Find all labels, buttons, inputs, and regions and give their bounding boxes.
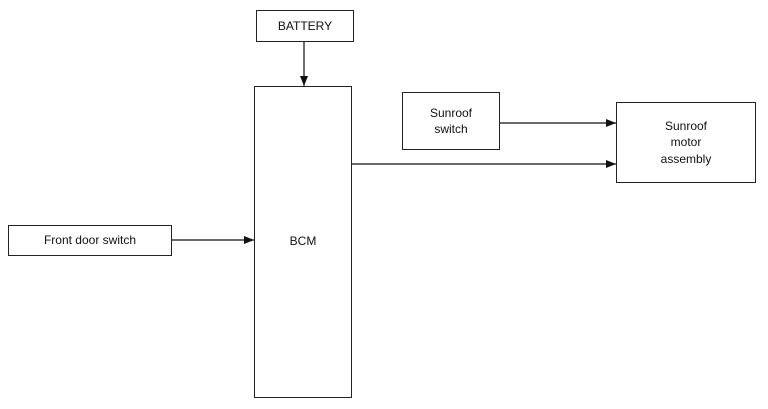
- front-door-switch-label: Front door switch: [43, 233, 137, 248]
- bcm-label: BCM: [289, 233, 317, 248]
- sunroof-motor-assembly-box: Sunroof motor assembly: [616, 102, 756, 183]
- sunroof-motor-assembly-label: Sunroof motor assembly: [660, 119, 712, 166]
- battery-box: BATTERY: [256, 10, 354, 42]
- battery-label: BATTERY: [277, 18, 333, 33]
- bcm-box: BCM: [254, 86, 352, 398]
- front-door-switch-box: Front door switch: [8, 225, 172, 256]
- sunroof-switch-box: Sunroof switch: [402, 92, 500, 150]
- sunroof-switch-label: Sunroof switch: [429, 105, 473, 136]
